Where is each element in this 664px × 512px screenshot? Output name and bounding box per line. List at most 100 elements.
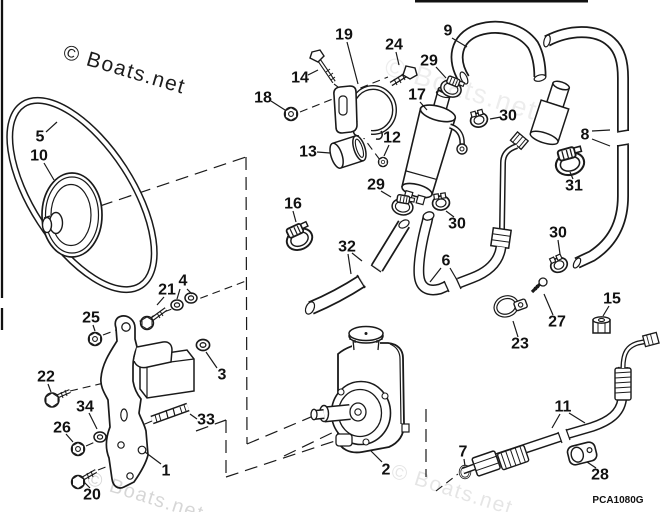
- construction-lines: [69, 76, 459, 492]
- leader-part-6: [449, 267, 458, 281]
- bolt-21: [139, 307, 168, 331]
- pulley-10: [41, 172, 103, 258]
- part-label-28: 28: [591, 467, 609, 484]
- part-label-12: 12: [383, 130, 401, 147]
- nut-25: [87, 331, 103, 347]
- leader-part-4: [176, 288, 181, 300]
- part-label-32: 32: [338, 239, 356, 256]
- reservoir-outlet-tube: [448, 123, 468, 155]
- hose-6: [413, 130, 530, 296]
- part-label-10: 10: [30, 148, 48, 165]
- nut-18: [283, 106, 299, 122]
- leader-part-9: [451, 37, 468, 48]
- bolt-14: [309, 49, 336, 84]
- part-label-9: 9: [444, 23, 453, 40]
- leader-part-12: [383, 144, 390, 157]
- leader-part-30: [489, 116, 502, 120]
- leader-part-5: [45, 121, 58, 133]
- leader-part-28: [586, 461, 597, 469]
- loop-clamp-23: [493, 295, 528, 318]
- clamp-30c: [546, 251, 571, 276]
- bracket-1: [100, 315, 195, 489]
- leader-part-6: [429, 267, 442, 283]
- leader-part-22: [47, 383, 52, 393]
- part-label-18: 18: [254, 90, 272, 107]
- nut-15: [592, 316, 611, 334]
- leader-part-1: [144, 451, 162, 465]
- leader-part-21: [156, 296, 165, 306]
- hose-9: [450, 20, 547, 85]
- clip-28: [566, 441, 598, 466]
- screw-27: [530, 277, 548, 294]
- leader-part-20: [83, 481, 91, 489]
- part-label-21: 21: [158, 282, 176, 299]
- part-label-6: 6: [442, 253, 451, 270]
- bolt-22: [44, 389, 71, 408]
- part-label-1: 1: [162, 463, 171, 480]
- clamp-16: [280, 219, 317, 256]
- drawing-code: PCA1080G: [592, 495, 643, 506]
- part-label-27: 27: [548, 314, 566, 331]
- part-label-3: 3: [218, 367, 227, 384]
- part-label-19: 19: [335, 27, 353, 44]
- leader-part-19: [346, 41, 359, 85]
- leader-part-27: [543, 293, 554, 316]
- part-label-20: 20: [83, 487, 101, 504]
- part-label-29: 29: [367, 177, 385, 194]
- leader-part-14: [307, 69, 319, 76]
- pump-2: [310, 325, 410, 454]
- pump-cap: [348, 325, 384, 351]
- washer-3: [195, 338, 211, 352]
- bolt-24: [389, 65, 418, 87]
- leader-part-3: [205, 351, 218, 369]
- leader-part-33: [189, 413, 198, 420]
- part-label-15: 15: [603, 291, 621, 308]
- leader-part-11: [568, 412, 586, 424]
- part-label-8: 8: [581, 127, 590, 144]
- hose-bracket-19: [333, 85, 397, 140]
- sleeve-13: [329, 135, 367, 169]
- reservoir-17: [401, 86, 457, 206]
- part-label-4: 4: [179, 273, 188, 290]
- nut-12: [377, 156, 389, 168]
- leader-part-23: [512, 320, 519, 338]
- part-label-11: 11: [555, 399, 572, 416]
- leader-part-4: [186, 288, 193, 295]
- washer-34: [93, 431, 107, 443]
- hose-end-fitting: [529, 80, 571, 146]
- leader-part-26: [65, 433, 74, 443]
- leader-part-8: [591, 138, 611, 147]
- watermark-top-left: © Boats.net: [61, 41, 189, 99]
- clamp-30b: [430, 191, 452, 212]
- leader-part-13: [316, 151, 331, 154]
- leader-part-24: [395, 51, 400, 66]
- belt-5: [6, 96, 158, 294]
- hose-11: [461, 331, 660, 477]
- bolt-20: [70, 469, 98, 490]
- leader-part-31: [569, 171, 574, 180]
- leader-part-32: [351, 252, 363, 262]
- leader-part-16: [292, 210, 297, 223]
- part-label-13: 13: [299, 144, 317, 161]
- leader-part-15: [602, 305, 610, 317]
- page-border: [0, 0, 588, 330]
- part-label-31: 31: [565, 178, 583, 195]
- leader-part-30: [557, 239, 561, 255]
- part-label-16: 16: [284, 196, 302, 213]
- part-label-22: 22: [37, 369, 55, 386]
- stud-33: [150, 402, 190, 425]
- part-label-5: 5: [36, 129, 45, 146]
- leader-part-29: [435, 66, 447, 79]
- part-label-30: 30: [448, 216, 466, 233]
- watermark-bottom-left-faint: © Boats.net: [84, 468, 206, 512]
- washer-4b: [184, 292, 198, 304]
- part-label-26: 26: [53, 420, 71, 437]
- clamp-31: [551, 143, 588, 180]
- spring-guard-lower: [497, 444, 530, 471]
- part-label-24: 24: [385, 37, 403, 54]
- leader-part-2: [370, 450, 383, 463]
- leader-part-10: [43, 162, 55, 181]
- leader-part-29: [380, 190, 392, 198]
